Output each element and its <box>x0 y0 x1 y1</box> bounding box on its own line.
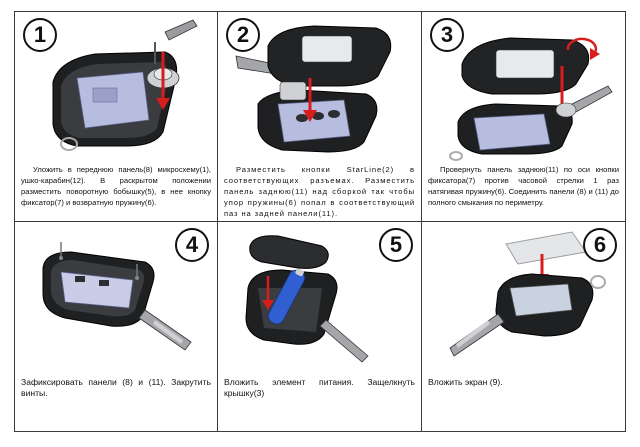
step-5-panel: 5 Вложить элемент питания. Защелкнуть кр… <box>218 222 422 432</box>
step-6-panel: 6 Вложить экран (9). <box>422 222 626 432</box>
step-5-caption: Вложить элемент питания. Защелкнуть крыш… <box>224 377 415 398</box>
step-6-number: 6 <box>583 228 617 262</box>
step-2-illustration <box>235 25 392 153</box>
step-4-panel: 4 Зафиксировать панели (8) и (11). Закру… <box>14 222 218 432</box>
step-4-illustration <box>42 242 192 351</box>
step-6-illustration <box>449 231 606 357</box>
step-1-caption: Уложить в переднюю панель(8) микросхему(… <box>21 165 211 207</box>
step-5-number: 5 <box>379 228 413 262</box>
step-2-caption: Разместить кнопки StarLine(2) в соответс… <box>224 165 415 218</box>
step-3-illustration <box>449 37 613 161</box>
step-5-illustration <box>245 235 369 363</box>
step-2-number: 2 <box>226 18 260 52</box>
step-3-panel: 3 Провернуть панель заднюю(11) по оси кн… <box>422 11 626 222</box>
step-3-caption: Провернуть панель заднюю(11) по оси кноп… <box>428 165 619 207</box>
step-4-number: 4 <box>175 228 209 262</box>
step-2-panel: 2 Разместить кнопки StarLine(2) в соотве… <box>218 11 422 222</box>
step-6-caption: Вложить экран (9). <box>428 377 503 387</box>
step-4-caption: Зафиксировать панели (8) и (11). Закрути… <box>21 377 211 398</box>
step-1-illustration <box>52 19 198 151</box>
instruction-sheet: 1 Уложить в переднюю панель(8) микросхем… <box>14 11 626 432</box>
step-1-panel: 1 Уложить в переднюю панель(8) микросхем… <box>14 11 218 222</box>
step-3-number: 3 <box>430 18 464 52</box>
step-1-number: 1 <box>23 18 57 52</box>
